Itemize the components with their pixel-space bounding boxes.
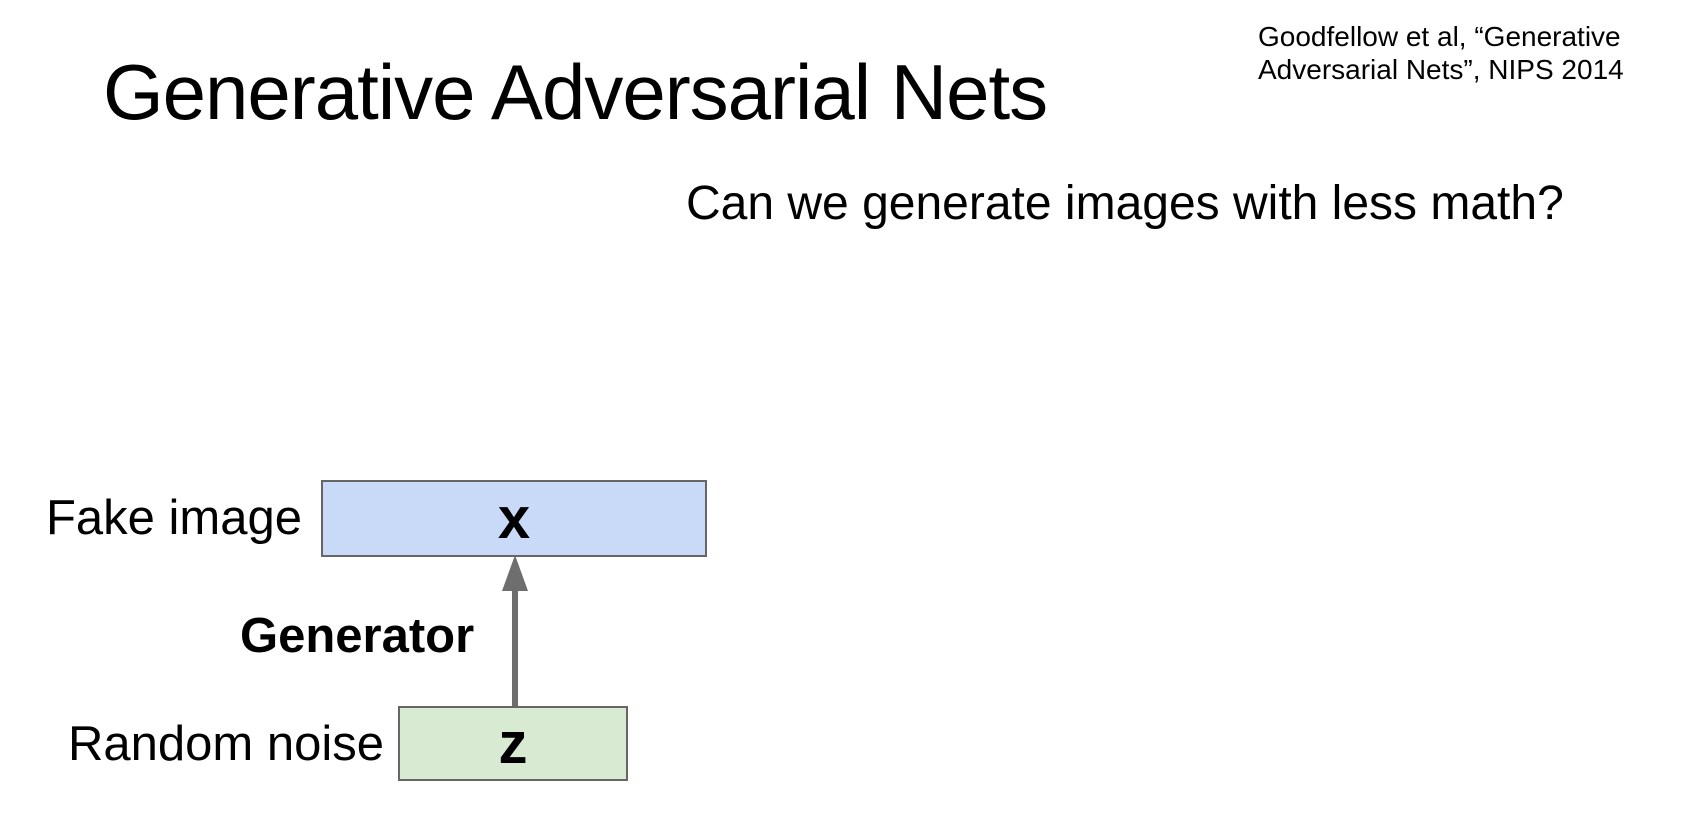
generator-label: Generator <box>240 609 475 663</box>
x-box-letter: x <box>497 485 531 551</box>
slide-title: Generative Adversarial Nets <box>103 48 1048 136</box>
fake-image-label: Fake image <box>45 491 302 545</box>
citation-line-2: Adversarial Nets”, NIPS 2014 <box>1258 54 1624 85</box>
subtitle-question: Can we generate images with less math? <box>686 177 1564 230</box>
fake-image-box-x: x <box>321 480 707 557</box>
z-box-letter: z <box>498 710 528 776</box>
random-noise-box-z: z <box>398 706 628 781</box>
random-noise-label: Random noise <box>68 717 384 771</box>
generator-arrow-icon <box>502 555 528 706</box>
citation: Goodfellow et al, “Generative Adversaria… <box>1258 20 1624 86</box>
citation-line-1: Goodfellow et al, “Generative <box>1258 21 1621 52</box>
generator-arrow-head <box>502 555 528 591</box>
